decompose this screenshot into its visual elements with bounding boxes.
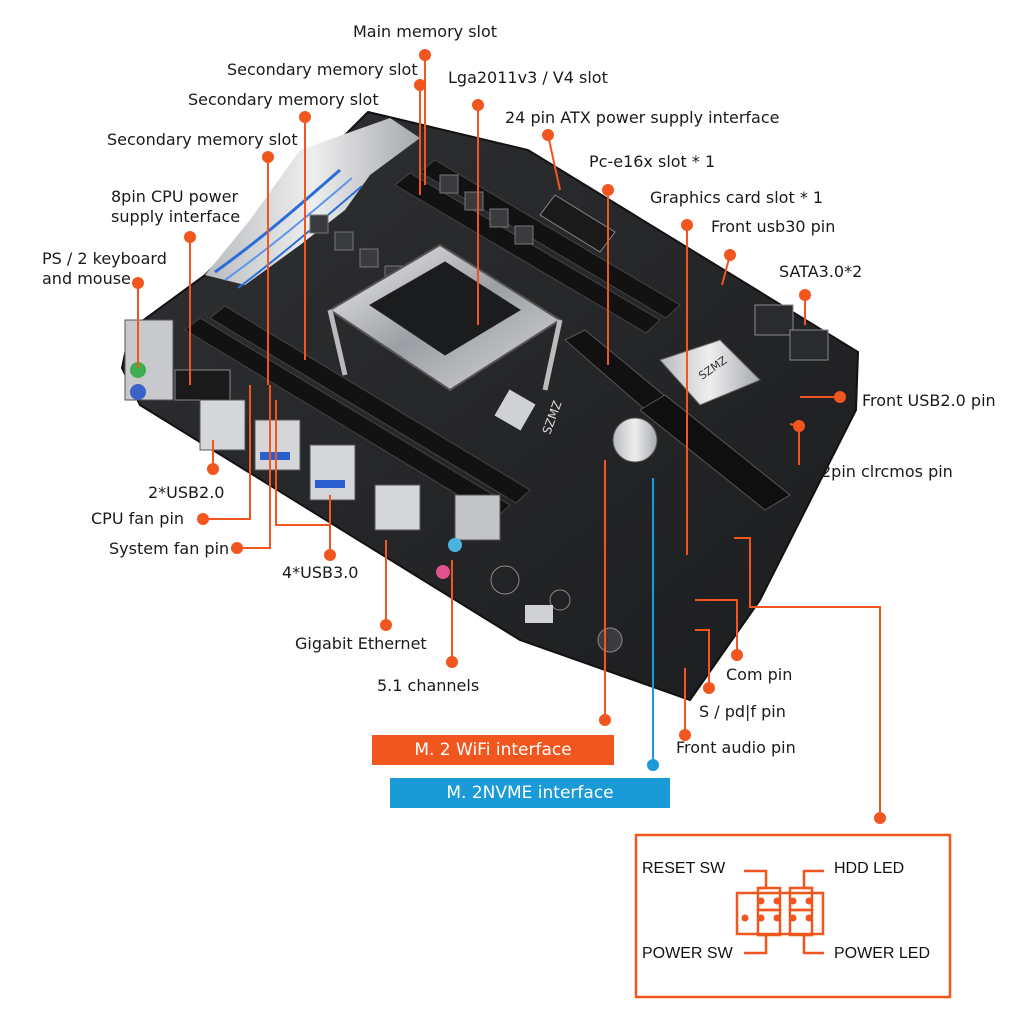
crystal [525, 605, 553, 623]
cmos-battery [612, 417, 658, 463]
vrm-heatsink-left [205, 118, 420, 285]
cpu-socket [327, 243, 563, 431]
ps2-label-line2: and mouse [42, 269, 131, 288]
nvme-dot [647, 759, 659, 771]
cpu-fan-label: CPU fan pin [91, 509, 185, 528]
graphics-slot [639, 394, 791, 511]
sata-label: SATA3.0*2 [779, 262, 863, 281]
atx-power-label: 24 pin ATX power supply interface [505, 108, 780, 127]
sata-port-1 [754, 304, 794, 336]
channels-label: 5.1 channels [377, 676, 480, 695]
front-usb20-label: Front USB2.0 pin [862, 391, 996, 410]
secondary-memory-label-3: Secondary memory slot [107, 130, 298, 149]
front-audio-label: Front audio pin [676, 738, 796, 757]
cpu-power-label-line2: supply interface [111, 207, 241, 226]
main-memory-label: Main memory slot [353, 22, 498, 41]
board-deco-1 [490, 565, 520, 595]
graphics-slot-label: Graphics card slot * 1 [650, 188, 824, 207]
memory-slots [184, 159, 681, 519]
secondary-memory-label-2: Secondary memory slot [188, 90, 379, 109]
usb30-label: 4*USB3.0 [282, 563, 359, 582]
atx-connector [539, 194, 616, 253]
com-pin-label: Com pin [726, 665, 793, 684]
wifi-banner: M. 2 WiFi interface [372, 735, 614, 765]
nvme-banner: M. 2NVME interface [390, 778, 670, 808]
system-fan-label: System fan pin [109, 539, 230, 558]
clrcmos-label: 2pin clrcmos pin [821, 462, 953, 481]
gigabit-label: Gigabit Ethernet [295, 634, 427, 653]
ps2-label-line1: PS / 2 keyboard [42, 249, 167, 268]
leader-lines [137, 55, 881, 818]
front-usb30-label: Front usb30 pin [711, 217, 836, 236]
lga-slot-label: Lga2011v3 / V4 slot [448, 68, 608, 87]
front-panel-box [634, 833, 952, 999]
sata-port-2 [789, 329, 829, 361]
cpu-power-label-line1: 8pin CPU power [111, 187, 239, 206]
spdif-label: S / pd|f pin [699, 702, 786, 721]
pcie-slot-label: Pc-e16x slot * 1 [589, 152, 716, 171]
leader-dots [132, 49, 886, 824]
reset-sw-label: RESET SW [642, 860, 726, 877]
power-sw-label: POWER SW [642, 945, 733, 962]
board-deco-2 [549, 589, 571, 611]
panel-pin-leads [744, 869, 824, 955]
usb20-label: 2*USB2.0 [148, 483, 225, 502]
power-led-label: POWER LED [834, 945, 931, 962]
board-deco-3 [597, 627, 623, 653]
rear-io [124, 319, 501, 579]
hdd-led-label: HDD LED [834, 860, 905, 877]
secondary-memory-label-1: Secondary memory slot [227, 60, 418, 79]
cpu-power-connector [174, 369, 231, 401]
